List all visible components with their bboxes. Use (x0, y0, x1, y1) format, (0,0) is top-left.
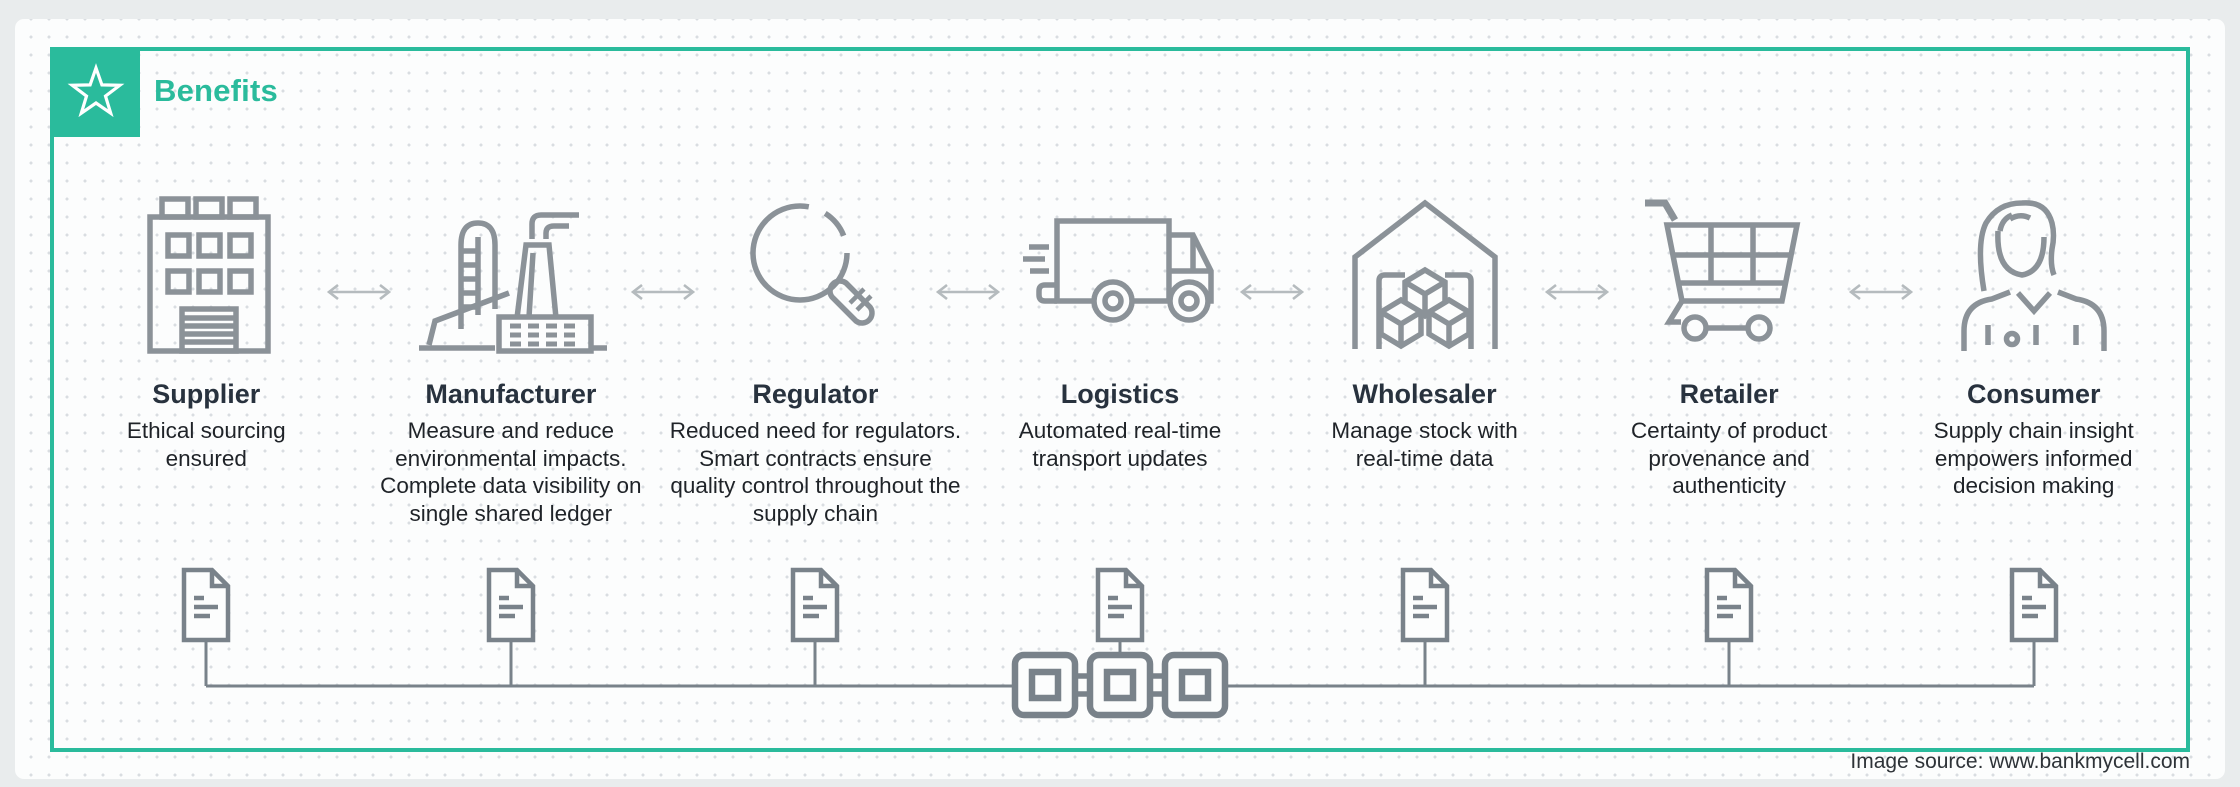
truck-icon (1022, 218, 1214, 323)
stage-column-manufacturer: Manufacturer Measure and reduce environm… (359, 191, 664, 528)
image-source-caption: Image source: www.bankmycell.com (1850, 750, 2190, 773)
cart-icon (1645, 199, 1801, 342)
stage-description: Ethical sourcing ensured (126, 417, 286, 471)
stage-description: Certainty of product provenance and auth… (1630, 417, 1828, 499)
stage-title: Manufacturer (425, 379, 597, 409)
double-arrow-icon (1544, 283, 1610, 301)
stage-description: Supply chain insight empowers informed d… (1933, 417, 2134, 499)
double-arrow-icon (1239, 283, 1305, 301)
stage-column-wholesaler: Wholesaler Manage stock with real-time d… (1272, 191, 1577, 528)
stage-description: Automated real-time transport updates (1018, 417, 1222, 471)
stage-title: Wholesaler (1352, 379, 1497, 409)
benefits-heading: Benefits (154, 73, 278, 108)
infographic-card: Benefits Supplier (15, 19, 2225, 779)
document-icon (181, 567, 2059, 643)
stage-description: Manage stock with real-time data (1331, 417, 1518, 471)
stage-column-retailer: Retailer Certainty of product provenance… (1577, 191, 1882, 528)
stage-title: Consumer (1966, 379, 2101, 409)
stage-column-logistics: Logistics Automated real-time transport … (968, 191, 1273, 528)
double-arrow-icon (326, 283, 392, 301)
stages-row: Supplier Ethical sourcing ensured (54, 191, 2186, 528)
stage-title: Supplier (152, 379, 261, 409)
stage-title: Regulator (752, 379, 879, 409)
star-icon (67, 63, 124, 118)
warehouse-icon (1351, 199, 1498, 350)
stage-title: Logistics (1060, 379, 1180, 409)
diagram-frame: Benefits Supplier (50, 47, 2190, 752)
person-icon (1960, 200, 2107, 351)
double-arrow-icon (1848, 283, 1914, 301)
factory-icon (418, 212, 607, 354)
ledger-network (181, 567, 2059, 719)
connector-line (204, 642, 2036, 688)
stage-column-consumer: Consumer Supply chain insight empowers i… (1881, 191, 2186, 528)
double-arrow-icon (935, 283, 1001, 301)
benefits-badge (51, 47, 140, 137)
stage-title: Retailer (1679, 379, 1779, 409)
building-icon (147, 196, 272, 354)
stage-column-regulator: Regulator Reduced need for regulators. S… (663, 191, 968, 528)
stage-description: Measure and reduce environmental impacts… (380, 417, 642, 527)
stage-description: Reduced need for regulators. Smart contr… (669, 417, 962, 527)
blockchain-icon (1011, 651, 1229, 719)
double-arrow-icon (630, 283, 696, 301)
stage-column-supplier: Supplier Ethical sourcing ensured (54, 191, 359, 528)
magnifier-icon (750, 203, 876, 326)
